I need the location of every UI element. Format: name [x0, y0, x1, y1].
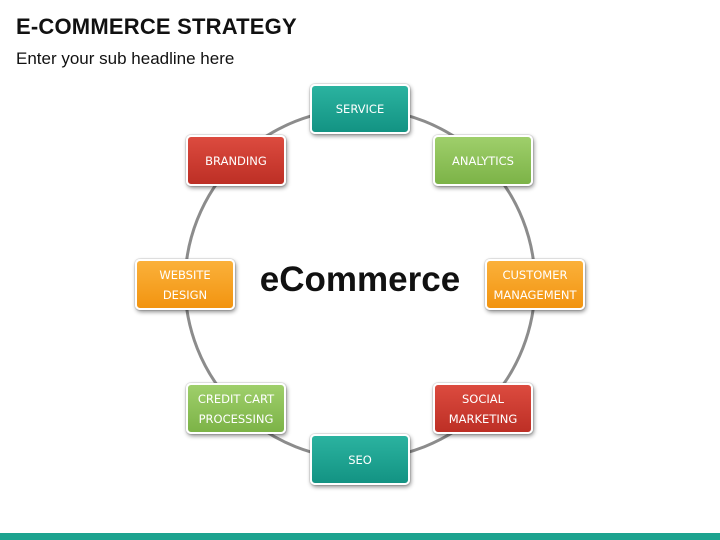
node-label: SOCIAL MARKETING [448, 391, 518, 426]
node-label: SERVICE [335, 102, 385, 116]
node-social-marketing[interactable]: SOCIAL MARKETING [433, 383, 533, 434]
node-credit-cart-processing[interactable]: CREDIT CART PROCESSING [186, 383, 286, 434]
node-label: CREDIT CART PROCESSING [197, 391, 275, 426]
node-website-design[interactable]: WEBSITE DESIGN [135, 259, 235, 310]
node-service[interactable]: SERVICE [310, 84, 410, 134]
node-label: WEBSITE DESIGN [159, 267, 211, 302]
page-subtitle: Enter your sub headline here [16, 49, 235, 68]
node-customer-management[interactable]: CUSTOMER MANAGEMENT [485, 259, 585, 310]
node-branding[interactable]: BRANDING [186, 135, 286, 186]
node-label: SEO [348, 452, 372, 467]
footer-bar [0, 533, 720, 540]
center-label: eCommerce [259, 260, 461, 299]
node-label: ANALYTICS [452, 153, 514, 168]
node-seo[interactable]: SEO [310, 434, 410, 485]
node-label: BRANDING [205, 153, 267, 168]
node-label: CUSTOMER MANAGEMENT [493, 267, 577, 302]
node-analytics[interactable]: ANALYTICS [433, 135, 533, 186]
page-title: E-COMMERCE STRATEGY [16, 14, 297, 39]
